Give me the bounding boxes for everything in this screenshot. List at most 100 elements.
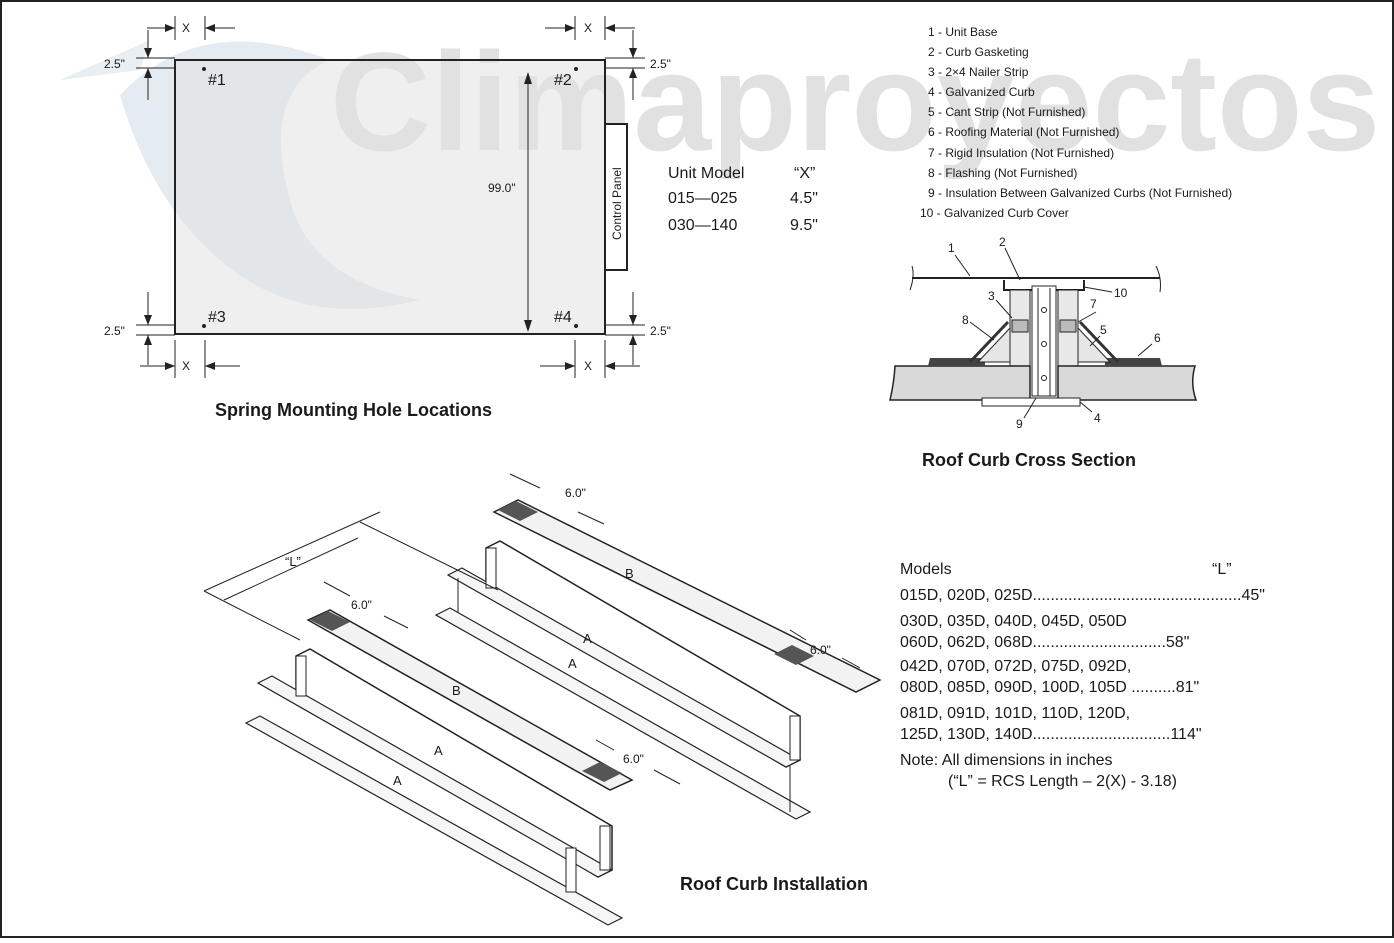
dim-arrow — [605, 362, 615, 370]
dim-arrow — [165, 24, 175, 32]
l-dim-ext — [359, 521, 499, 591]
dim-edge-label: 2.5" — [650, 57, 671, 71]
dim-x-label: X — [584, 359, 592, 373]
rail-a-back-base — [434, 607, 812, 820]
unit-model-table: Unit Model “X” 015—025 4.5" 030—140 9.5" — [668, 165, 818, 234]
installation-diagram: B A A B A A “L” 6.0" — [203, 473, 882, 926]
dim-arrow — [144, 68, 152, 78]
callout-4: 4 — [1094, 411, 1101, 425]
dim-line — [595, 739, 615, 751]
roof-deck-right — [1057, 365, 1198, 401]
rail-end-plate — [565, 847, 577, 893]
models-table: Models “L” 015D, 020D, 025D.............… — [900, 561, 1265, 790]
hole-3-label: #3 — [208, 309, 226, 326]
height-dim-label: 99.0" — [488, 181, 516, 195]
dim-arrow — [629, 68, 637, 78]
table-header-model: Unit Model — [668, 165, 744, 182]
rail-end-plate — [485, 547, 497, 589]
mounting-diagram: Control Panel #1 #2 #3 #4 99.0" X 2.5" — [104, 16, 671, 420]
pad-dim-label: 6.0" — [565, 486, 586, 500]
legend-item: 10 - Galvanized Curb Cover — [920, 206, 1069, 220]
leader-line — [1077, 311, 1097, 323]
leader-line — [969, 321, 995, 341]
models-row: 125D, 130D, 140D........................… — [900, 726, 1202, 743]
table-cell-model: 030—140 — [668, 217, 737, 234]
hole-3-dot — [202, 324, 206, 328]
pad-block — [582, 762, 622, 782]
height-arrow-bottom — [524, 320, 532, 332]
mounting-title: Spring Mounting Hole Locations — [215, 400, 492, 420]
legend-item: 4 - Galvanized Curb — [928, 85, 1035, 99]
rail-label-b: B — [625, 566, 634, 581]
roof-deck-left — [889, 365, 1031, 401]
models-row: 080D, 085D, 090D, 100D, 105D ..........8… — [900, 679, 1199, 696]
hole-4-label: #4 — [554, 309, 572, 326]
dim-arrow — [565, 24, 575, 32]
callout-1: 1 — [948, 241, 955, 255]
pad-block — [774, 645, 814, 665]
legend-item: 3 - 2×4 Nailer Strip — [928, 65, 1029, 79]
galvanized-curb-base — [981, 397, 1081, 407]
l-dim-ext — [203, 511, 381, 592]
dim-line — [653, 769, 681, 785]
dim-arrow — [629, 315, 637, 325]
dim-arrow — [605, 24, 615, 32]
leader-line — [1079, 401, 1093, 413]
legend-item: 1 - Unit Base — [928, 25, 998, 39]
dim-arrow — [205, 362, 215, 370]
height-arrow-top — [524, 72, 532, 84]
control-panel-label: Control Panel — [610, 167, 624, 240]
bolt-hole — [1041, 375, 1047, 381]
rail-end-plate — [295, 655, 307, 697]
dim-x-label: X — [584, 21, 592, 35]
leader-line — [1023, 397, 1037, 419]
dim-line — [383, 615, 409, 629]
dim-x-label: X — [182, 359, 190, 373]
dim-arrow — [144, 335, 152, 345]
table-cell-x: 9.5" — [790, 217, 818, 234]
leader-line — [995, 299, 1013, 319]
hole-1-label: #1 — [208, 72, 226, 89]
legend-item: 6 - Roofing Material (Not Furnished) — [928, 125, 1119, 139]
dim-line — [789, 629, 807, 641]
dim-x-label: X — [182, 21, 190, 35]
callout-7: 7 — [1090, 297, 1097, 311]
models-row: 042D, 070D, 072D, 075D, 092D, — [900, 658, 1131, 675]
rail-end-plate — [599, 825, 611, 871]
dim-edge-label: 2.5" — [104, 57, 125, 71]
rail-label-a: A — [434, 743, 443, 758]
callout-9: 9 — [1016, 417, 1023, 431]
length-header: “L” — [1212, 561, 1232, 578]
pad-dim-label: 6.0" — [810, 643, 831, 657]
bolt-hole — [1041, 341, 1047, 347]
table-header-x: “X” — [794, 165, 815, 182]
l-dim-ext — [203, 590, 301, 641]
cross-section-title: Roof Curb Cross Section — [922, 450, 1136, 470]
leader-line — [1004, 247, 1021, 281]
dim-line — [577, 511, 605, 525]
bolt-hole — [1041, 307, 1047, 313]
installation-title: Roof Curb Installation — [680, 874, 868, 894]
table-cell-x: 4.5" — [790, 190, 818, 207]
legend-item: 8 - Flashing (Not Furnished) — [928, 166, 1077, 180]
pad-block — [498, 501, 538, 521]
rail-b-front — [306, 609, 634, 791]
rail-label-a: A — [393, 773, 402, 788]
models-row: 015D, 020D, 025D........................… — [900, 587, 1265, 604]
models-row: 030D, 035D, 040D, 045D, 050D — [900, 613, 1127, 630]
rail-a-front-flange — [256, 675, 614, 878]
leader-line — [1137, 343, 1153, 357]
models-header: Models — [900, 561, 952, 578]
rail-a-back-flange — [446, 567, 802, 768]
unit-base-outline — [174, 59, 606, 335]
flashing-left — [968, 320, 1010, 364]
dim-line — [841, 657, 861, 669]
hole-2-label: #2 — [554, 72, 572, 89]
dim-arrow — [629, 48, 637, 58]
callout-5: 5 — [1100, 323, 1107, 337]
cant-strip-right — [1077, 326, 1112, 363]
legend-item: 5 - Cant Strip (Not Furnished) — [928, 105, 1085, 119]
nailer-strip — [1011, 319, 1029, 333]
parts-legend: 1 - Unit Base 2 - Curb Gasketing 3 - 2×4… — [920, 25, 1232, 220]
